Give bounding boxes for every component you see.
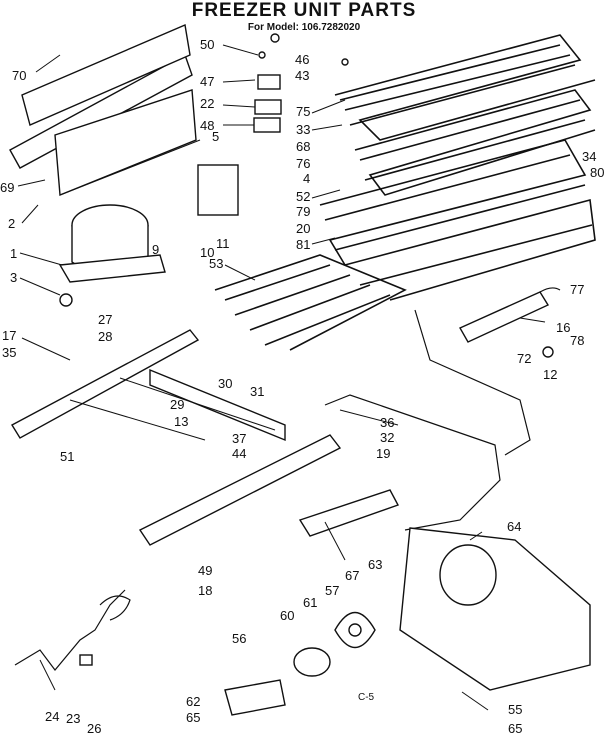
bracket-parts bbox=[197, 33, 349, 216]
callout: 2 bbox=[8, 216, 15, 231]
drier bbox=[459, 287, 561, 358]
callout: 72 bbox=[517, 351, 531, 366]
callout: 35 bbox=[2, 345, 16, 360]
callout: 44 bbox=[232, 446, 246, 461]
callout: 70 bbox=[12, 68, 26, 83]
callout: 57 bbox=[325, 583, 339, 598]
callout: 50 bbox=[200, 37, 214, 52]
callout: 23 bbox=[66, 711, 80, 726]
callout: 77 bbox=[570, 282, 584, 297]
callout: 17 bbox=[2, 328, 16, 343]
callout: 47 bbox=[200, 74, 214, 89]
callout: 56 bbox=[232, 631, 246, 646]
callout: 48 bbox=[200, 118, 214, 133]
callout: 67 bbox=[345, 568, 359, 583]
callout: 49 bbox=[198, 563, 212, 578]
callout: 52 bbox=[296, 189, 310, 204]
power-cord bbox=[14, 589, 131, 671]
callout: 9 bbox=[152, 242, 159, 257]
callout: 46 bbox=[295, 52, 309, 67]
callout: 63 bbox=[368, 557, 382, 572]
callout: 29 bbox=[170, 397, 184, 412]
callout: 76 bbox=[296, 156, 310, 171]
callout: 33 bbox=[296, 122, 310, 137]
evaporator-coils bbox=[214, 34, 596, 351]
model-number: For Model: 106.7282020 bbox=[247, 22, 361, 33]
callout: 68 bbox=[296, 139, 310, 154]
callout: 11 bbox=[216, 236, 230, 251]
callout: 34 bbox=[582, 149, 596, 164]
callout: 28 bbox=[98, 329, 112, 344]
fan-shroud bbox=[298, 489, 591, 691]
compressor bbox=[58, 204, 166, 307]
callout: 69 bbox=[0, 180, 14, 195]
callout: 24 bbox=[45, 709, 59, 724]
callout: 4 bbox=[303, 171, 310, 186]
callout: 30 bbox=[218, 376, 232, 391]
corner-mark: C-5 bbox=[358, 692, 375, 703]
callout: 5 bbox=[212, 129, 219, 144]
callout: 16 bbox=[556, 320, 570, 335]
callout: 12 bbox=[543, 367, 557, 382]
callout: 22 bbox=[200, 96, 214, 111]
callout: 36 bbox=[380, 415, 394, 430]
callout: 60 bbox=[280, 608, 294, 623]
callout: 19 bbox=[376, 446, 390, 461]
callout: 31 bbox=[250, 384, 264, 399]
condenser-panel bbox=[9, 24, 201, 197]
callout-labels: 70 69 2 1 3 17 35 50 47 22 48 46 43 75 3… bbox=[0, 37, 604, 735]
callout: 79 bbox=[296, 204, 310, 219]
callout: 53 bbox=[209, 256, 223, 271]
callout: 62 bbox=[186, 694, 200, 709]
callout: 61 bbox=[303, 595, 317, 610]
fan-motor-assembly bbox=[224, 612, 376, 716]
callout: 65 bbox=[508, 721, 522, 735]
callout: 43 bbox=[295, 68, 309, 83]
callout: 3 bbox=[10, 270, 17, 285]
callout: 13 bbox=[174, 414, 188, 429]
callout: 75 bbox=[296, 104, 310, 119]
callout: 64 bbox=[507, 519, 521, 534]
callout: 81 bbox=[296, 237, 310, 252]
callout: 1 bbox=[10, 246, 17, 261]
callout: 55 bbox=[508, 702, 522, 717]
base-frame bbox=[11, 329, 342, 546]
callout: 80 bbox=[590, 165, 604, 180]
callout: 51 bbox=[60, 449, 74, 464]
leader-lines bbox=[17, 44, 546, 711]
callout: 78 bbox=[570, 333, 584, 348]
callout: 10 bbox=[200, 245, 214, 260]
callout: 27 bbox=[98, 312, 112, 327]
callout: 26 bbox=[87, 721, 101, 735]
refrigerant-tubing bbox=[324, 309, 531, 531]
callout: 32 bbox=[380, 430, 394, 445]
callout: 20 bbox=[296, 221, 310, 236]
callout: 37 bbox=[232, 431, 246, 446]
callout: 65 bbox=[186, 710, 200, 725]
callout: 18 bbox=[198, 583, 212, 598]
diagram-title: FREEZER UNIT PARTS bbox=[191, 0, 417, 21]
